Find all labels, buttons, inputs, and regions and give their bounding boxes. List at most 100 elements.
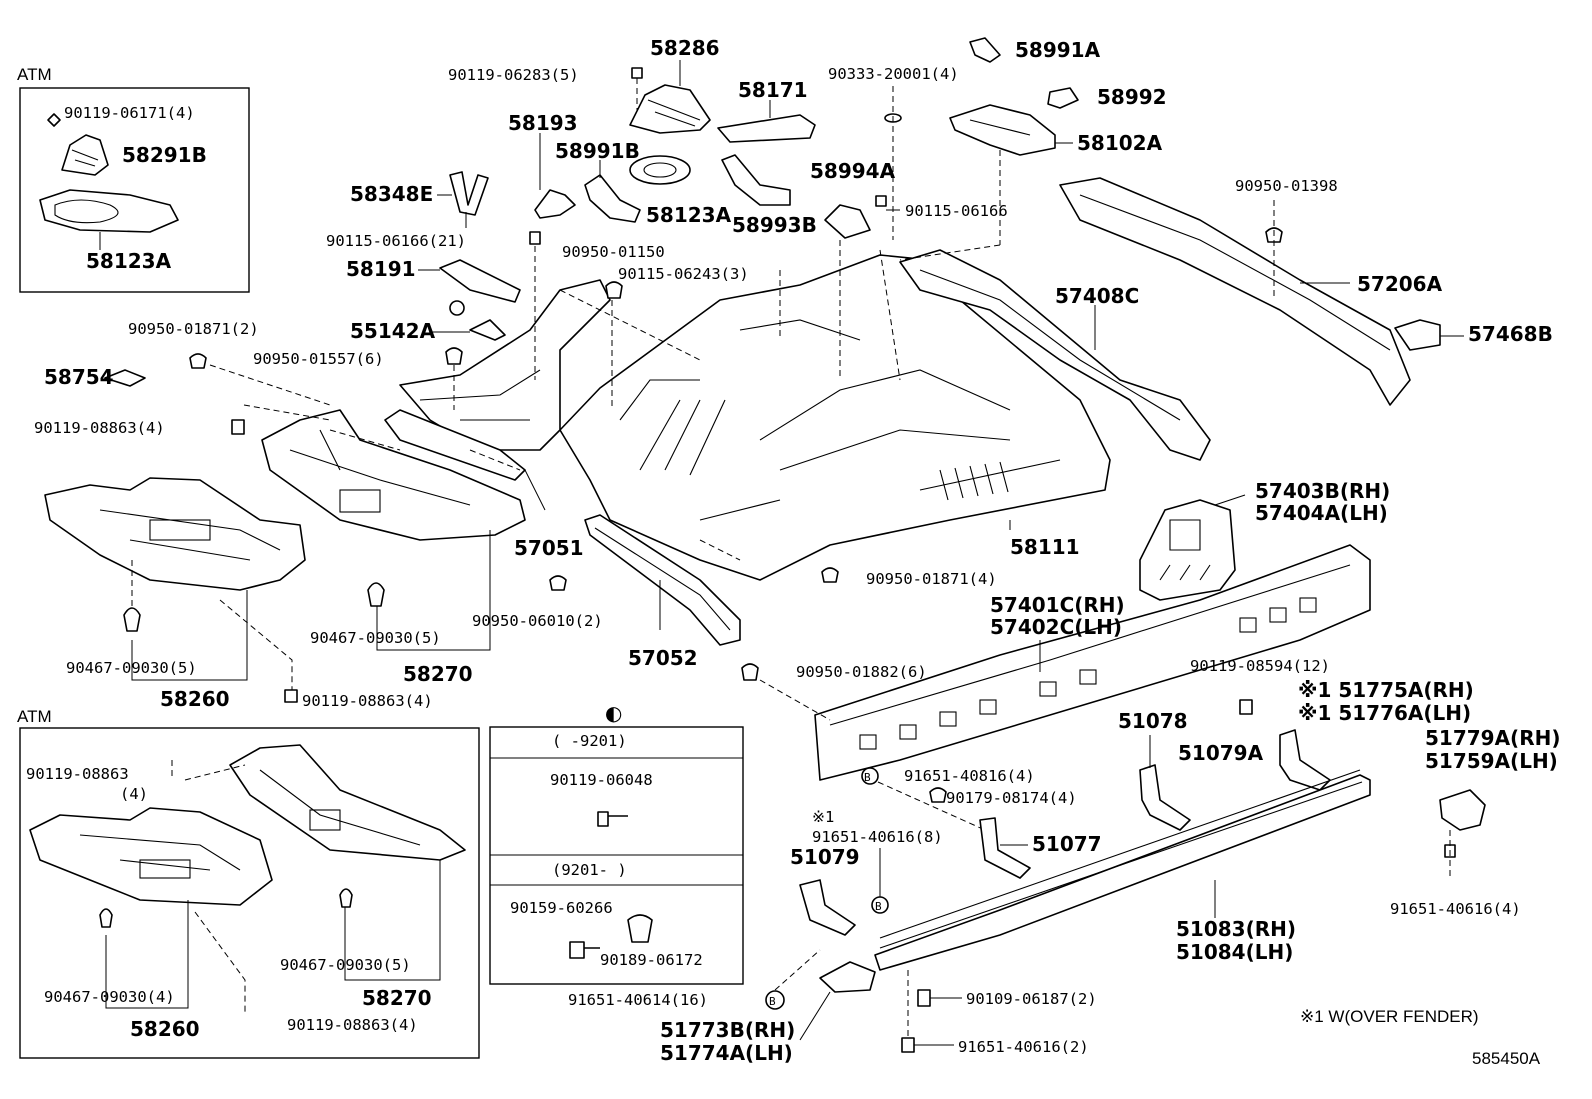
crossmember-58270 xyxy=(261,409,526,541)
atm-crossmember-58270 xyxy=(229,744,466,861)
label-58123A: 58123A xyxy=(646,203,732,227)
label-90119-06283: 90119-06283(5) xyxy=(448,66,579,84)
label-57468B: 57468B xyxy=(1468,322,1553,346)
label-90115-06166: 90115-06166 xyxy=(905,202,1008,220)
label-58193: 58193 xyxy=(508,111,578,135)
sill-57052 xyxy=(584,514,741,646)
label-90179-08174: 90179-08174(4) xyxy=(946,789,1077,807)
label-58994A: 58994A xyxy=(810,159,896,183)
label-90467-09030-5: 90467-09030(5) xyxy=(310,629,441,647)
label-58102A: 58102A xyxy=(1077,131,1163,155)
label-90950-01557: 90950-01557(6) xyxy=(253,350,384,368)
label-51084: 51084(LH) xyxy=(1176,940,1293,964)
running-board-51083 xyxy=(874,769,1371,971)
label-58348E: 58348E xyxy=(350,182,433,206)
label-58286: 58286 xyxy=(650,36,720,60)
label-57408C: 57408C xyxy=(1055,284,1139,308)
atm-inset-box-bottom xyxy=(19,727,480,1059)
label-58754: 58754 xyxy=(44,365,114,389)
mount-58994A xyxy=(824,204,871,239)
label-57051: 57051 xyxy=(514,536,584,560)
label-57403B: 57403B(RH) xyxy=(1255,479,1390,503)
atm-label-bottom: ATM xyxy=(17,707,52,726)
label-57052: 57052 xyxy=(628,646,698,670)
label-91651-40614: 91651-40614(16) xyxy=(568,991,708,1009)
bracket-58191 xyxy=(439,259,521,303)
rail-57206A xyxy=(1059,177,1411,406)
label-58270: 58270 xyxy=(403,662,473,686)
b-mark-2: B xyxy=(875,900,882,913)
label-58260: 58260 xyxy=(160,687,230,711)
label-51773B: 51773B(RH) xyxy=(660,1018,795,1042)
label-58260-atm: 58260 xyxy=(130,1017,200,1041)
label-57401C: 57401C(RH) xyxy=(990,593,1125,617)
label-57404A: 57404A(LH) xyxy=(1255,501,1388,525)
label-90119-08594: 90119-08594(12) xyxy=(1190,657,1330,675)
bracket-58993B xyxy=(721,154,791,206)
label-58171: 58171 xyxy=(738,78,808,102)
table-row-1-range: ( -9201) xyxy=(552,732,627,750)
table-part-90159-60266: 90159-60266 xyxy=(510,899,613,917)
label-51083: 51083(RH) xyxy=(1176,917,1296,941)
clip-58991A xyxy=(969,37,1001,63)
label-51779A: 51779A(RH) xyxy=(1425,726,1560,750)
bracket-58102A xyxy=(949,104,1056,156)
label-58993B: 58993B xyxy=(732,213,817,237)
label-90333-20001: 90333-20001(4) xyxy=(828,65,959,83)
variant-table: ◐ ( -9201) 90119-06048 (9201- ) 90159-60… xyxy=(489,701,744,985)
label-58111: 58111 xyxy=(1010,535,1080,559)
table-symbol: ◐ xyxy=(605,701,622,725)
footnote-over-fender: ※1 W(OVER FENDER) xyxy=(1300,1007,1479,1026)
table-part-90189-06172: 90189-06172 xyxy=(600,951,703,969)
label-91651-40616-2: 91651-40616(2) xyxy=(958,1038,1089,1056)
front-floor-57051 xyxy=(384,279,611,481)
reinforcement-57403B xyxy=(1139,499,1236,601)
label-90115-06243: 90115-06243(3) xyxy=(618,265,749,283)
bracket-58348E xyxy=(449,171,489,216)
label-90950-01882: 90950-01882(6) xyxy=(796,663,927,681)
bracket-55142A xyxy=(469,319,506,341)
label-55142A: 55142A xyxy=(350,319,436,343)
label-51079A: 51079A xyxy=(1178,741,1264,765)
plate-58260 xyxy=(44,477,306,591)
b-mark-3: B xyxy=(769,995,776,1008)
plate-58171 xyxy=(717,114,816,143)
label-91651-40616-4-right: 91651-40616(4) xyxy=(1390,900,1521,918)
label-58992: 58992 xyxy=(1097,85,1167,109)
ring-58123A xyxy=(629,155,691,185)
label-90950-01871-4: 90950-01871(4) xyxy=(866,570,997,588)
label-58191: 58191 xyxy=(346,257,416,281)
label-51775A: ※1 51775A(RH) xyxy=(1298,678,1474,702)
label-90119-06171: 90119-06171(4) xyxy=(64,104,195,122)
clip-58754 xyxy=(104,369,146,387)
label-qty-4-atm: (4) xyxy=(120,785,148,803)
diagram-code: 585450A xyxy=(1472,1049,1541,1068)
label-90950-01871-2: 90950-01871(2) xyxy=(128,320,259,338)
label-91651-40616-8: 91651-40616(8) xyxy=(812,828,943,846)
label-90115-06166-21: 90115-06166(21) xyxy=(326,232,466,250)
b-mark-1: B xyxy=(864,771,871,784)
atm-inset-box-top xyxy=(19,87,250,293)
label-57402C: 57402C(LH) xyxy=(990,615,1122,639)
label-58991A: 58991A xyxy=(1015,38,1101,62)
label-51079: 51079 xyxy=(790,845,860,869)
atm-boot-58291B xyxy=(47,113,109,176)
table-row-2-range: (9201- ) xyxy=(552,861,627,879)
floor-pan-58111 xyxy=(559,254,1111,581)
label-90119-08863-4-atm: 90119-08863(4) xyxy=(287,1016,418,1034)
label-51078: 51078 xyxy=(1118,709,1188,733)
atm-plate-58123A xyxy=(39,189,179,233)
label-57206A: 57206A xyxy=(1357,272,1443,296)
label-90950-01398: 90950-01398 xyxy=(1235,177,1338,195)
table-part-90119-06048: 90119-06048 xyxy=(550,771,653,789)
label-58991B: 58991B xyxy=(555,139,640,163)
label-90119-08863-atm: 90119-08863 xyxy=(26,765,129,783)
sill-57401C xyxy=(814,544,1371,781)
clip-58992 xyxy=(1047,87,1079,109)
label-90950-01150: 90950-01150 xyxy=(562,243,665,261)
label-51776A: ※1 51776A(LH) xyxy=(1298,701,1471,725)
rail-57408C xyxy=(899,249,1211,461)
boot-58286 xyxy=(629,84,711,134)
label-90950-06010: 90950-06010(2) xyxy=(472,612,603,630)
